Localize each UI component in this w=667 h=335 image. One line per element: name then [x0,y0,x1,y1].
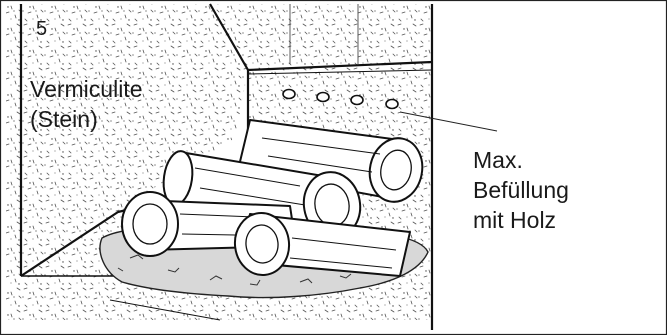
material-label-line-1: Vermiculite [30,76,143,102]
firewood-logs [121,119,424,277]
material-label: Vermiculite (Stein) [30,74,142,134]
annotation-line-2: Befüllung [473,177,569,203]
max-fill-pointer [399,111,498,132]
annotation-line-3: mit Holz [473,207,557,233]
air-holes [282,88,399,110]
max-fill-annotation: Max. Befüllung mit Holz [473,145,569,235]
step-number: 5 [36,18,48,40]
annotation-line-1: Max. [473,147,523,173]
material-label-line-2: (Stein) [30,106,98,132]
